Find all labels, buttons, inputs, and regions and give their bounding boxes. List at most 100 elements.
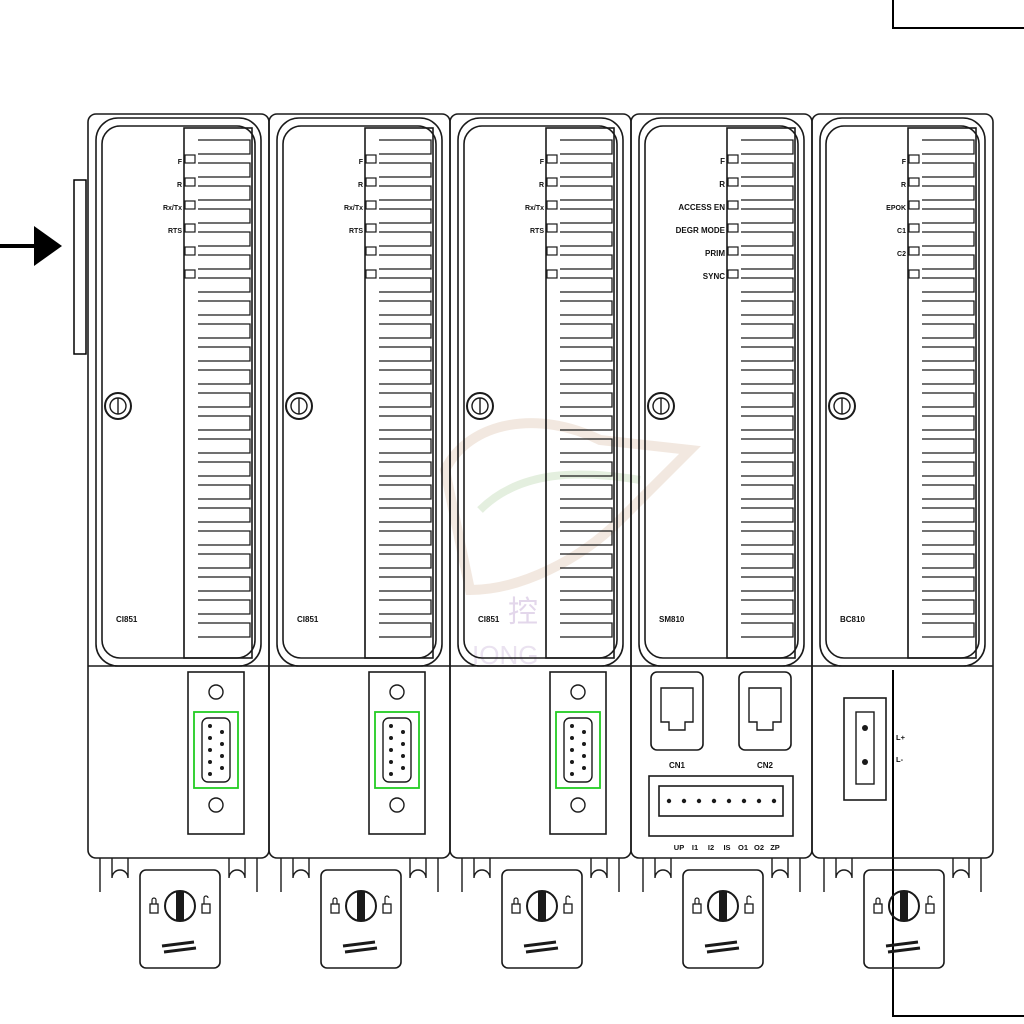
db9-connector-icon (374, 711, 420, 789)
vent-slot (379, 277, 432, 293)
mount-clip (409, 858, 439, 892)
padlock-open-icon (925, 903, 935, 914)
vent-slot (922, 599, 975, 615)
vent-slot (741, 438, 794, 454)
db9-pin (389, 772, 393, 776)
vent-slot (741, 185, 794, 201)
vent-slot (198, 208, 251, 224)
power-label: L- (896, 755, 904, 764)
db9-port-housing (368, 671, 426, 835)
cover-screw-icon (104, 392, 132, 420)
db9-pin (570, 772, 574, 776)
rotary-lock-slot (900, 891, 908, 921)
vent-slot (560, 438, 613, 454)
terminal-label: I2 (708, 843, 714, 852)
led-indicator (908, 200, 920, 210)
led-label: ACCESS EN (678, 203, 725, 212)
vent-slot (560, 139, 613, 155)
padlock-open-icon (744, 903, 754, 914)
vent-slot (560, 208, 613, 224)
cover-screw-icon (466, 392, 494, 420)
padlock-closed-icon (330, 903, 340, 914)
vent-slot (198, 254, 251, 270)
module-model-label: CI851 (478, 615, 500, 624)
led-indicator (546, 177, 558, 187)
port-screw-icon (208, 684, 224, 700)
lock-base (863, 869, 945, 969)
db9-pin (220, 742, 224, 746)
vent-slot (198, 415, 251, 431)
led-label: PRIM (705, 249, 725, 258)
vent-slot (379, 231, 432, 247)
mount-clip (461, 858, 491, 892)
vent-slot (198, 231, 251, 247)
vent-slot (922, 231, 975, 247)
padlock-closed-shackle (332, 897, 338, 904)
vent-slot (741, 553, 794, 569)
padlock-closed-icon (873, 903, 883, 914)
vent-slot (922, 369, 975, 385)
vent-slot (741, 461, 794, 477)
vent-slot (379, 599, 432, 615)
vent-slot (560, 622, 613, 638)
padlock-open-icon (201, 903, 211, 914)
vent-slot (379, 162, 432, 178)
port-screw-icon (208, 797, 224, 813)
vent-slot (198, 461, 251, 477)
led-label: R (358, 182, 363, 189)
db9-pin (389, 748, 393, 752)
vent-slot (560, 415, 613, 431)
led-indicator (727, 200, 739, 210)
db9-pin (220, 754, 224, 758)
led-indicator (546, 269, 558, 279)
padlock-closed-shackle (875, 897, 881, 904)
vent-slot (379, 438, 432, 454)
vent-slot (379, 461, 432, 477)
vent-slot (379, 369, 432, 385)
led-label: RTS (530, 228, 544, 235)
db9-pin (220, 766, 224, 770)
led-indicator (365, 177, 377, 187)
vent-slot (379, 484, 432, 500)
vent-slot (741, 392, 794, 408)
module-housing (449, 113, 632, 859)
terminal-pin (726, 798, 732, 804)
module-model-label: CI851 (297, 615, 319, 624)
vent-slot (922, 277, 975, 293)
led-label: F (359, 159, 364, 166)
front-cover-inner (463, 125, 618, 659)
module-model-label: CI851 (116, 615, 138, 624)
vent-slot (379, 553, 432, 569)
led-indicator (546, 246, 558, 256)
vent-slot (379, 323, 432, 339)
led-indicator (184, 269, 196, 279)
padlock-closed-icon (149, 903, 159, 914)
port-screw-icon (389, 684, 405, 700)
db9-shell (201, 717, 231, 783)
led-label: SYNC (703, 272, 725, 281)
padlock-open-shackle (384, 895, 390, 904)
power-label: L+ (896, 733, 906, 742)
padlock-closed-shackle (513, 897, 519, 904)
padlock-open-shackle (746, 895, 752, 904)
vent-slot (741, 346, 794, 362)
cover-screw-icon (828, 392, 856, 420)
front-cover-inner (644, 125, 799, 659)
watermark: 控 IONG (439, 418, 701, 670)
led-label: R (719, 180, 725, 189)
padlock-open-shackle (203, 895, 209, 904)
terminal-label: O1 (738, 843, 748, 852)
vent-slot (560, 392, 613, 408)
led-label: F (540, 159, 545, 166)
watermark-logo (439, 418, 701, 596)
terminal-label: ZP (770, 843, 780, 852)
led-indicator (365, 154, 377, 164)
vent-slot (560, 507, 613, 523)
vent-slot (379, 139, 432, 155)
padlock-open-icon (382, 903, 392, 914)
db9-pin (582, 730, 586, 734)
lock-base (139, 869, 221, 969)
db9-pin (220, 730, 224, 734)
